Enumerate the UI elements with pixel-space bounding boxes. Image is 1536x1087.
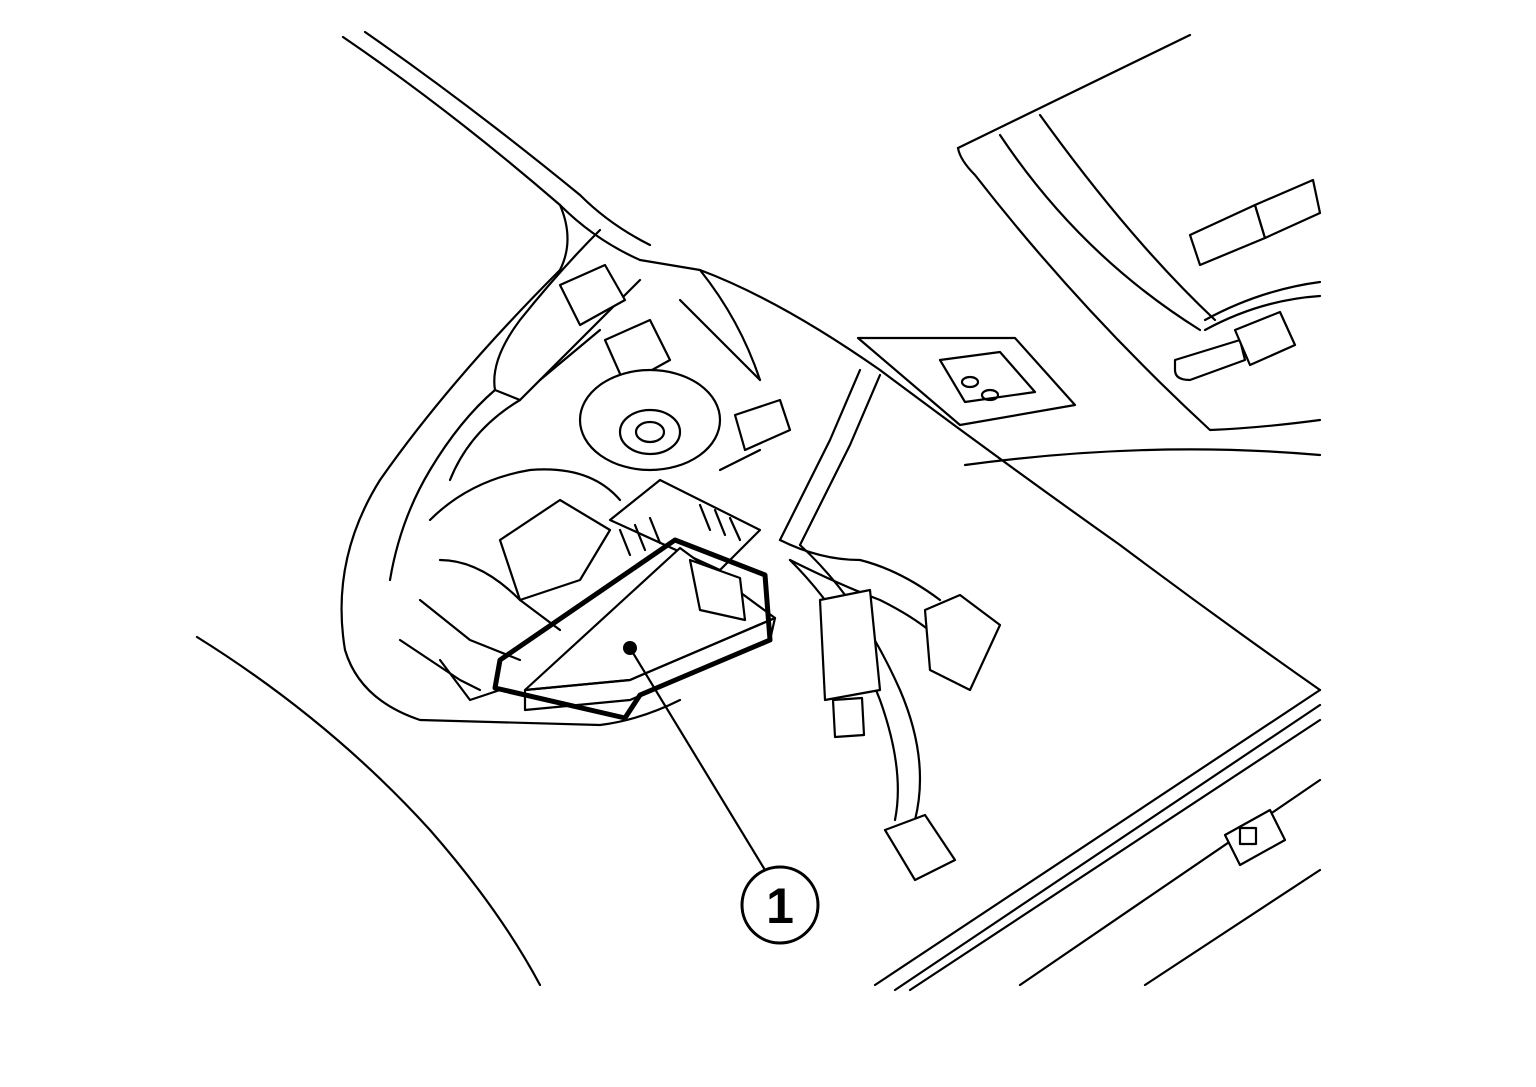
callout-1: 1 bbox=[740, 865, 820, 945]
callout-leader bbox=[628, 646, 767, 872]
visor-bracket bbox=[856, 336, 1077, 427]
console-mechanism bbox=[398, 468, 622, 702]
control-unit-outline bbox=[492, 537, 773, 721]
harness-plug bbox=[818, 588, 882, 702]
console-tab-middle bbox=[603, 318, 672, 387]
control-unit bbox=[492, 537, 777, 721]
console-housing bbox=[388, 228, 792, 582]
console-clip bbox=[733, 398, 792, 452]
control-unit-connector bbox=[688, 558, 747, 622]
visor-clip-left bbox=[1188, 203, 1267, 267]
wiring-harness bbox=[778, 368, 1002, 882]
console-tab-upper bbox=[558, 263, 627, 327]
visor-clip-right bbox=[1253, 178, 1322, 240]
harness-connector-lower bbox=[883, 813, 957, 882]
headliner-outline bbox=[340, 30, 1322, 727]
callout-1-label: 1 bbox=[766, 878, 794, 934]
round-fastener bbox=[578, 368, 722, 472]
sun-visor bbox=[956, 33, 1322, 467]
harness-connector-right bbox=[923, 593, 1002, 692]
callout-leader-dot bbox=[623, 641, 637, 655]
lower-trim bbox=[873, 688, 1322, 992]
lower-left-panel-edge bbox=[195, 635, 542, 987]
